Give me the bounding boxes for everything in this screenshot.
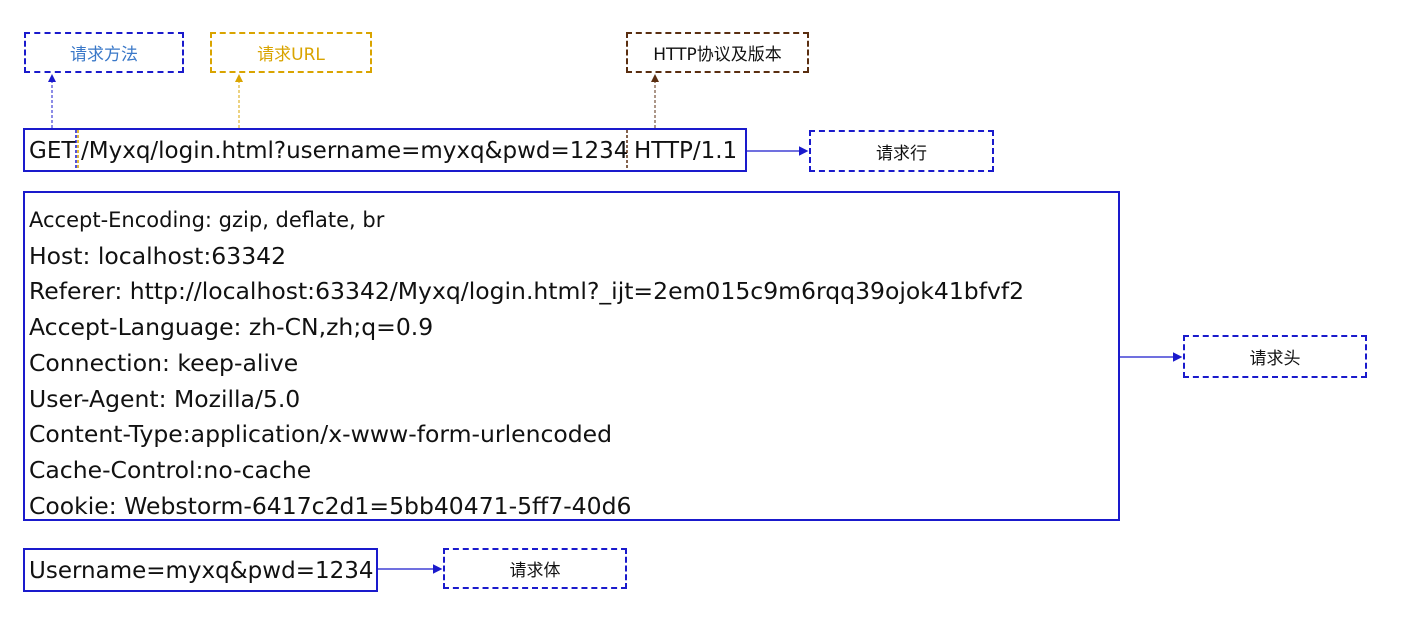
request-headers-label: 请求头: [1183, 335, 1367, 378]
request-url: /Myxq/login.html?username=myxq&pwd=1234: [81, 138, 629, 164]
url-label: 请求URL: [210, 32, 372, 73]
headers-list: Accept-Encoding: gzip, deflate, br Host:…: [29, 203, 1024, 524]
header-line: User-Agent: Mozilla/5.0: [29, 384, 301, 413]
header-line: Accept-Language: zh-CN,zh;q=0.9: [29, 313, 434, 342]
request-line-label: 请求行: [809, 130, 994, 172]
header-line: Host: localhost:63342: [29, 241, 287, 270]
request-line-box: GET /Myxq/login.html?username=myxq&pwd=1…: [23, 128, 747, 172]
header-line: Accept-Encoding: gzip, deflate, br: [29, 208, 385, 232]
request-version: HTTP/1.1: [634, 138, 738, 164]
header-line: Referer: http://localhost:63342/Myxq/log…: [29, 277, 1025, 306]
request-body-text: Username=myxq&pwd=1234: [29, 558, 374, 584]
protocol-label: HTTP协议及版本: [626, 32, 809, 73]
header-line: Cache-Control:no-cache: [29, 455, 312, 484]
request-method: GET: [29, 138, 76, 164]
header-line: Connection: keep-alive: [29, 348, 299, 377]
header-line: Cookie: Webstorm-6417c2d1=5bb40471-5ff7-…: [29, 491, 632, 520]
method-label: 请求方法: [24, 32, 184, 73]
request-body-box: Username=myxq&pwd=1234: [23, 548, 378, 592]
header-line: Content-Type:application/x-www-form-urle…: [29, 420, 613, 449]
request-headers-box: Accept-Encoding: gzip, deflate, br Host:…: [23, 191, 1120, 521]
request-body-label: 请求体: [443, 548, 627, 589]
